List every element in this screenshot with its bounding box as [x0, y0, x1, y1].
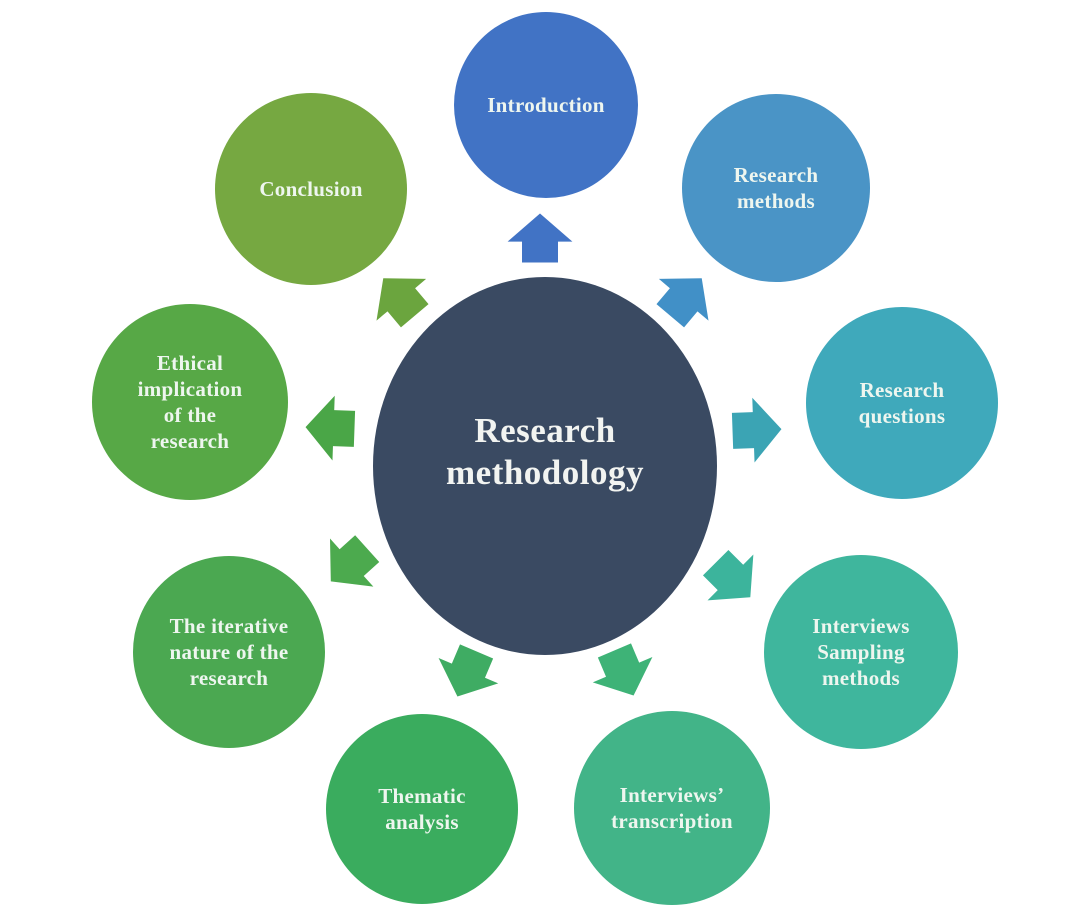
block-arrow-down-icon	[592, 643, 653, 696]
node-research-methods-label: Research methods	[733, 162, 819, 213]
block-arrow-down-icon	[438, 644, 499, 697]
block-arrow-up-icon	[507, 213, 573, 263]
node-interviews-sampling-methods: Interviews Sampling methods	[764, 555, 958, 749]
arrow-introduction	[504, 212, 576, 264]
node-research-questions-label: Research questions	[858, 377, 946, 428]
block-arrow-left-icon	[305, 395, 356, 461]
node-interviews-transcription-label: Interviews’ transcription	[611, 782, 733, 833]
arrow-research-methods	[642, 254, 731, 340]
node-research-methods: Research methods	[682, 94, 870, 282]
arrow-conclusion	[355, 254, 444, 340]
node-introduction: Introduction	[454, 12, 638, 198]
node-thematic-analysis-label: Thematic analysis	[378, 783, 466, 834]
node-thematic-analysis: Thematic analysis	[326, 714, 518, 904]
node-ethical-implication: Ethical implication of the research	[92, 304, 288, 500]
node-interviews-transcription: Interviews’ transcription	[574, 711, 770, 905]
block-arrow-up-right-icon	[656, 278, 709, 328]
arrow-ethical-implication	[303, 391, 357, 465]
block-arrow-down-left-icon	[329, 535, 380, 587]
node-iterative-nature-label: The iterative nature of the research	[169, 613, 289, 691]
block-arrow-right-icon	[731, 397, 782, 463]
block-arrow-down-right-icon	[702, 549, 754, 601]
node-interviews-sampling-methods-label: Interviews Sampling methods	[812, 613, 910, 691]
node-conclusion-label: Conclusion	[259, 176, 363, 201]
arrow-interviews-transcription	[581, 635, 668, 711]
node-ethical-implication-label: Ethical implication of the research	[137, 350, 243, 454]
arrow-thematic-analysis	[424, 636, 511, 712]
node-introduction-label: Introduction	[487, 92, 605, 117]
center-node-research-methodology: Research methodology	[373, 277, 717, 655]
arrow-iterative-nature	[306, 521, 393, 609]
arrow-interviews-sampling	[689, 536, 777, 624]
node-research-questions: Research questions	[806, 307, 998, 499]
center-node-label: Research methodology	[446, 411, 644, 492]
node-conclusion: Conclusion	[215, 93, 407, 285]
node-iterative-nature: The iterative nature of the research	[133, 556, 325, 748]
block-arrow-up-left-icon	[376, 278, 429, 328]
arrow-research-questions	[730, 393, 784, 467]
